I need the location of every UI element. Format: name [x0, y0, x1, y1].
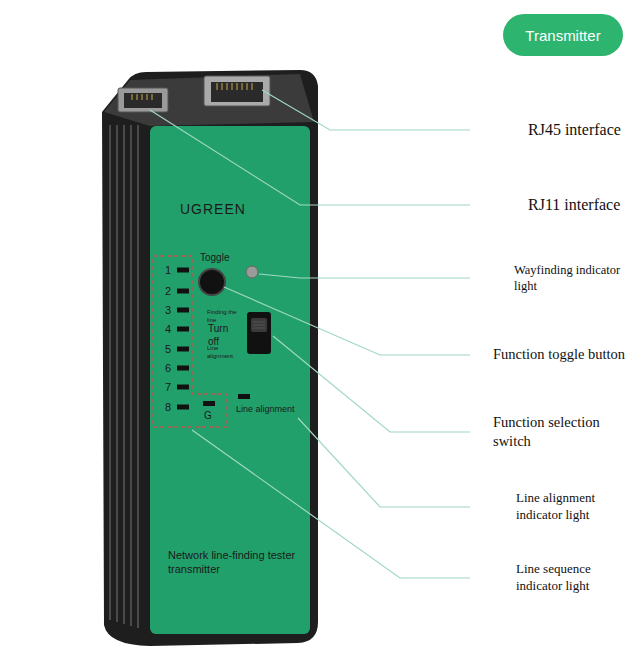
button-label: Toggle: [200, 251, 229, 264]
pin-number: 5: [165, 342, 171, 356]
leader-lines: [150, 90, 470, 578]
alignment-led: [238, 394, 250, 399]
rj45-port: [204, 76, 270, 106]
pin-number: 1: [165, 263, 171, 277]
selection-switch: [247, 312, 271, 354]
toggle-button: [199, 269, 225, 295]
switch-position: Line alignment: [207, 345, 241, 361]
callout-label: Function selection switch: [493, 413, 618, 451]
pin-number: 8: [165, 400, 171, 414]
node-title: Transmitter: [525, 27, 600, 44]
rj11-port: [118, 88, 168, 112]
callout-label: Function toggle button: [493, 345, 625, 364]
indicator-label: Line alignment: [236, 404, 295, 416]
title-pill: Transmitter: [503, 14, 623, 56]
callout-label: Wayfinding indicator light: [514, 262, 632, 295]
pin-number: 7: [165, 380, 171, 394]
pin-number: 2: [165, 284, 171, 298]
side-ribs: [110, 125, 138, 628]
callout-label: RJ45 interface: [528, 120, 621, 141]
wayfinding-light: [246, 266, 258, 278]
front-panel: [150, 126, 310, 634]
switch-position: Turn off: [208, 322, 236, 348]
pin-number: 3: [165, 303, 171, 317]
pin-number: 6: [165, 361, 171, 375]
pin-number: G: [204, 409, 212, 422]
pin-number: 4: [165, 322, 171, 336]
device-top-face: [104, 74, 314, 126]
product-name: Network line-finding tester transmitter: [168, 548, 298, 577]
callout-label: RJ11 interface: [528, 195, 620, 216]
callout-label: Line sequence indicator light: [516, 561, 626, 595]
brand-name: UGREEN: [180, 200, 246, 218]
switch-position: Finding the line: [207, 309, 239, 325]
callout-label: Line alignment indicator light: [516, 490, 626, 524]
device-body: [102, 70, 318, 646]
